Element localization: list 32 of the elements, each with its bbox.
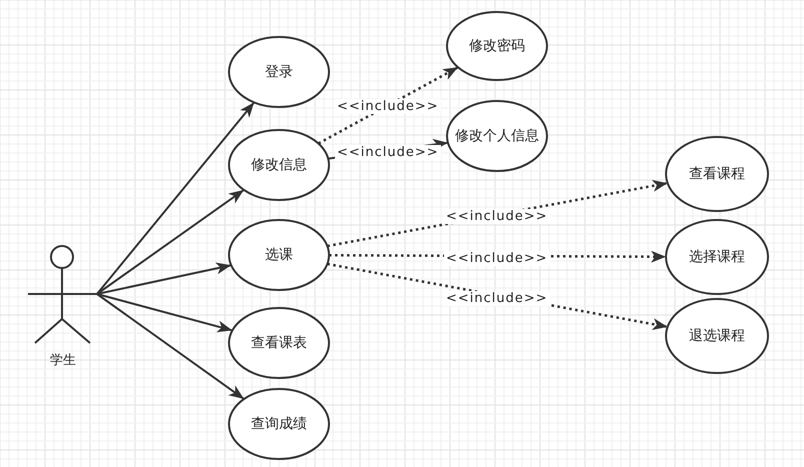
- use-case-ellipse: [445, 10, 549, 82]
- use-case-ellipse: [227, 35, 331, 109]
- use-case-ellipse: [227, 306, 331, 380]
- use-case-label: 查看课程: [688, 165, 746, 183]
- use-case-ellipse: [664, 135, 770, 213]
- use-case-label: 查看课表: [250, 334, 308, 352]
- use-case-label: 查询成绩: [250, 415, 308, 433]
- use-case-label: 修改密码: [468, 37, 526, 55]
- use-case-label: 修改个人信息: [454, 127, 540, 145]
- use-case-label: 修改信息: [250, 156, 308, 174]
- use-case-ellipse: [227, 218, 331, 292]
- use-case-ellipse: [227, 128, 331, 202]
- arrow: [96, 262, 232, 295]
- use-case-label: 退选课程: [688, 327, 746, 345]
- actor-label: 学生: [49, 352, 77, 369]
- edge-label: <<include>>: [444, 250, 550, 266]
- edge-label: <<include>>: [444, 208, 550, 224]
- arrow: [96, 102, 255, 295]
- use-case-label: 登录: [264, 63, 294, 81]
- use-case-ellipse: [664, 218, 770, 296]
- arrow: [96, 189, 244, 295]
- use-case-ellipse: [227, 387, 331, 461]
- use-case-ellipse: [445, 99, 549, 173]
- edge-label: <<include>>: [335, 144, 441, 160]
- arrow: [96, 293, 233, 332]
- use-case-ellipse: [664, 297, 770, 375]
- arrow: [96, 293, 245, 400]
- edge-label: <<include>>: [335, 98, 441, 114]
- use-case-label: 选择课程: [688, 248, 746, 266]
- edge-label: <<include>>: [444, 290, 550, 306]
- arrow: [318, 66, 459, 145]
- use-case-label: 选课: [264, 246, 294, 264]
